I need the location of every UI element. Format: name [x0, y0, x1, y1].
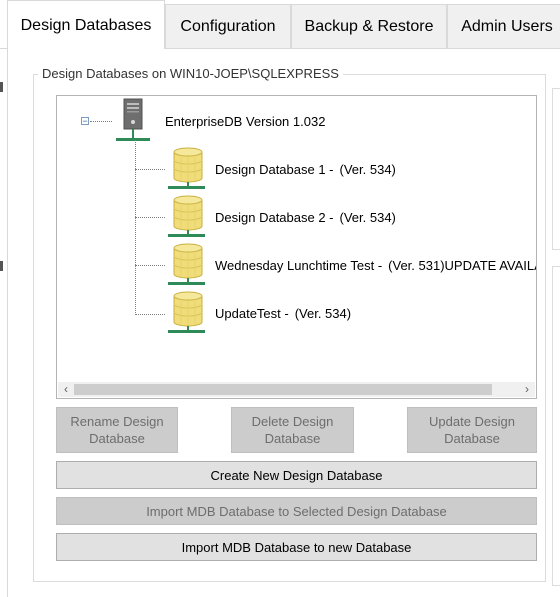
database-icon — [168, 147, 205, 189]
window-edge-mark — [0, 261, 3, 271]
tree-connector — [90, 121, 112, 122]
tab-strip: Design Databases Configuration Backup & … — [0, 0, 560, 49]
tab-design-databases[interactable]: Design Databases — [7, 0, 165, 49]
scroll-left-icon[interactable]: ‹ — [64, 382, 68, 396]
delete-design-database-button[interactable]: Delete Design Database — [231, 407, 354, 453]
database-version: (Ver. 534) — [339, 162, 396, 177]
database-tree-view[interactable]: − EnterpriseDB Version 1.032 Design Data… — [56, 95, 537, 399]
rename-design-database-button[interactable]: Rename Design Database — [56, 407, 178, 453]
database-icon — [168, 243, 205, 285]
database-icon — [168, 291, 205, 333]
database-name: UpdateTest - — [215, 306, 289, 321]
database-version: (Ver. 531) — [388, 258, 445, 273]
update-note: UPDATE AVAILABLE — [444, 258, 536, 273]
database-version: (Ver. 534) — [294, 306, 352, 321]
database-icon — [168, 195, 205, 237]
horizontal-scrollbar[interactable]: ‹ › — [58, 382, 535, 397]
tab-configuration[interactable]: Configuration — [165, 4, 291, 48]
tree-connector — [135, 169, 165, 170]
import-mdb-to-new-button[interactable]: Import MDB Database to new Database — [56, 533, 537, 561]
tab-backup-restore[interactable]: Backup & Restore — [291, 4, 447, 48]
create-new-design-database-button[interactable]: Create New Design Database — [56, 461, 537, 489]
server-icon — [116, 98, 150, 141]
tree-connector — [135, 140, 136, 315]
tree-item-label[interactable]: Design Database 1 - (Ver. 534) — [215, 162, 396, 177]
import-mdb-to-selected-button[interactable]: Import MDB Database to Selected Design D… — [56, 497, 537, 525]
database-name: Design Database 2 - — [215, 210, 334, 225]
tree-connector — [135, 314, 165, 315]
update-design-database-button[interactable]: Update Design Database — [407, 407, 537, 453]
group-title: Design Databases on WIN10-JOEP\SQLEXPRES… — [38, 66, 343, 81]
database-name: Design Database 1 - — [215, 162, 334, 177]
tree-item-label[interactable]: UpdateTest - (Ver. 534) — [215, 306, 351, 321]
tab-divider — [0, 48, 560, 49]
tree-item-label[interactable]: Wednesday Lunchtime Test - (Ver. 531)UPDA… — [215, 258, 536, 273]
database-version: (Ver. 534) — [339, 210, 396, 225]
tree-item-label[interactable]: Design Database 2 - (Ver. 534) — [215, 210, 396, 225]
database-name: Wednesday Lunchtime Test - — [215, 258, 383, 273]
tree-connector — [135, 217, 165, 218]
adjacent-panel-edge — [552, 266, 560, 586]
tree-connector — [135, 265, 165, 266]
collapse-icon[interactable]: − — [81, 116, 89, 126]
tree-root-label[interactable]: EnterpriseDB Version 1.032 — [165, 114, 326, 129]
window-edge-mark — [0, 82, 3, 92]
tab-admin-users[interactable]: Admin Users — [447, 4, 560, 48]
scroll-right-icon[interactable]: › — [525, 382, 529, 396]
adjacent-panel-edge — [552, 88, 560, 250]
scrollbar-thumb[interactable] — [74, 384, 492, 395]
